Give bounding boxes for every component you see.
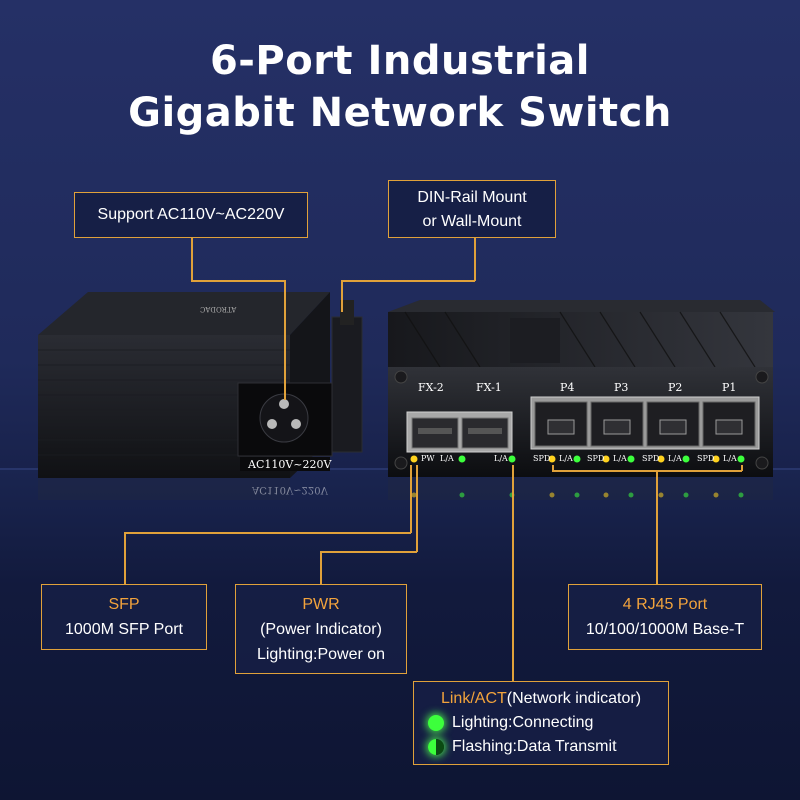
callout-pwr-title: PWR [302, 596, 340, 613]
leader-power-h [191, 280, 284, 282]
sfp-ports [406, 411, 513, 453]
port-label-p2: P2 [668, 381, 683, 394]
status-leds [410, 455, 745, 463]
port-label-fx1: FX-1 [476, 381, 502, 394]
device-reflection [38, 478, 773, 500]
leader-rj45-v [656, 470, 658, 584]
callout-mount: DIN-Rail Mount or Wall-Mount [388, 180, 556, 238]
callout-sfp-desc: 1000M SFP Port [65, 621, 183, 638]
led-label-spd-p3: SPD [587, 454, 605, 463]
callout-link-act-heading: Link/ACT(Network indicator) [414, 687, 668, 711]
rj45-ports [530, 396, 760, 450]
led-label-la-p3: L/A [613, 454, 627, 463]
callout-pwr: PWR (Power Indicator) Lighting:Power on [235, 584, 407, 674]
leader-pwr-h [320, 551, 417, 553]
led-label-spd-p4: SPD [533, 454, 551, 463]
voltage-label-reflection: AC110V~220V [252, 484, 328, 495]
led-label-spd-p1: SPD [697, 454, 715, 463]
leader-mount-v2 [341, 280, 343, 312]
port-label-p3: P3 [614, 381, 629, 394]
legend-row-lighting: Lighting:Connecting [414, 711, 668, 735]
leader-rj45-tick1 [552, 465, 554, 471]
led-label-la-p1: L/A [723, 454, 737, 463]
callout-sfp-title: SFP [108, 596, 140, 613]
port-label-p1: P1 [722, 381, 737, 394]
callout-link-act-title-suffix: (Network indicator) [506, 690, 642, 707]
leader-rj45-h [552, 470, 742, 472]
callout-rj45: 4 RJ45 Port 10/100/1000M Base-T [568, 584, 762, 650]
callout-rj45-title: 4 RJ45 Port [622, 596, 708, 613]
led-label-la-p2: L/A [668, 454, 682, 463]
solid-led-icon [428, 715, 444, 731]
led-label-spd-p2: SPD [642, 454, 660, 463]
callout-mount-line-1: DIN-Rail Mount [417, 189, 527, 206]
leader-pwr-v2 [320, 551, 322, 584]
led-label-la-fx1: L/A [494, 454, 508, 463]
led-label-la-fx2: L/A [440, 454, 454, 463]
legend-flashing-text: Flashing:Data Transmit [452, 738, 617, 755]
leader-pwr-v1 [416, 465, 418, 552]
flashing-led-icon [428, 739, 444, 755]
leader-sfp-v2 [124, 532, 126, 584]
callout-power-supply-text: Support AC110V~AC220V [97, 206, 285, 223]
brand-logo-text: ATRODAC [200, 305, 237, 313]
switch-front-view [388, 300, 775, 477]
callout-pwr-desc-2: Lighting:Power on [256, 646, 386, 663]
page-title-line-2: Gigabit Network Switch [128, 90, 672, 136]
leader-power-v1 [191, 238, 193, 281]
leader-mount-v1 [474, 238, 476, 281]
legend-row-flashing: Flashing:Data Transmit [414, 735, 668, 759]
switch-side-view [38, 292, 363, 478]
led-label-pw: PW [421, 454, 435, 463]
legend-lighting-text: Lighting:Connecting [452, 714, 594, 731]
page-title-line-1: 6-Port Industrial [209, 38, 591, 84]
callout-power-supply: Support AC110V~AC220V [74, 192, 308, 238]
callout-link-act-title: Link/ACT [440, 690, 507, 707]
led-label-la-p4: L/A [559, 454, 573, 463]
callout-sfp: SFP 1000M SFP Port [41, 584, 207, 650]
voltage-label: AC110V~220V [248, 458, 332, 471]
port-label-p4: P4 [560, 381, 575, 394]
leader-sfp-v1 [410, 465, 412, 533]
callout-rj45-desc: 10/100/1000M Base-T [585, 621, 745, 638]
leader-rj45-tick2 [741, 465, 743, 471]
leader-link-v [512, 465, 514, 681]
callout-mount-line-2: or Wall-Mount [422, 213, 522, 230]
callout-pwr-desc-1: (Power Indicator) [260, 621, 382, 638]
leader-sfp-h [124, 532, 411, 534]
leader-power-v2 [284, 280, 286, 400]
leader-mount-h [341, 280, 475, 282]
callout-link-act: Link/ACT(Network indicator) Lighting:Con… [413, 681, 669, 765]
port-label-fx2: FX-2 [418, 381, 444, 394]
